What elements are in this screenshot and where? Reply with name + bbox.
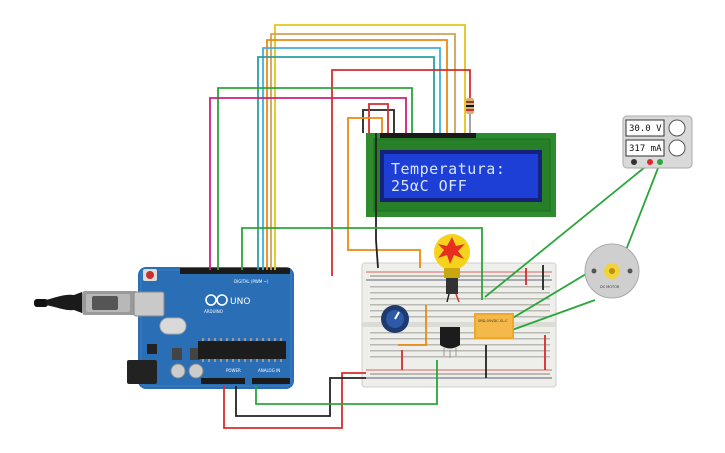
power-supply-icon: 30.0 V 317 mA: [622, 115, 693, 169]
lcd-line-1: Temperatura:: [391, 160, 505, 178]
wire-orange-left: [347, 117, 421, 268]
wires: [209, 24, 661, 429]
arduino-uno-board: DIGITAL (PWM ~) UNO ARDUINO POWER ANALOG…: [127, 267, 294, 389]
wire-yellow: [274, 24, 466, 270]
temperature-sensor-icon: [440, 327, 460, 358]
analog-header-label: ANALOG IN: [258, 368, 280, 373]
lcd-display: Temperatura: 25αC OFF: [366, 133, 556, 217]
wire-tan: [270, 33, 456, 270]
digital-header-label: DIGITAL (PWM ~): [234, 279, 269, 284]
potentiometer-icon[interactable]: [381, 305, 409, 333]
wire-red-bottom: [223, 372, 366, 429]
wire-green-top: [217, 87, 413, 270]
supply-terminal-green: [657, 159, 663, 165]
current-knob[interactable]: [668, 139, 686, 157]
wire-black-left: [375, 133, 379, 269]
supply-terminal-black: [631, 159, 637, 165]
supply-voltage-readout: 30.0 V: [629, 124, 662, 134]
relay-icon: SRD-05VDC-SL-C: [474, 313, 514, 339]
wire-magenta-top: [209, 97, 407, 270]
digital-header: [180, 268, 290, 274]
supply-terminal-red: [647, 159, 653, 165]
wire-green-bottom: [255, 360, 438, 405]
supply-current-readout: 317 mA: [629, 144, 662, 154]
wire-green-motor: [511, 299, 596, 331]
wire-orange-pot: [398, 305, 427, 346]
wire-teal-top: [257, 56, 435, 270]
resistor-icon: [466, 98, 474, 114]
motor-label: DC MOTOR: [600, 285, 620, 289]
wire-cyan-top: [262, 47, 441, 270]
lcd-line-2: 25αC OFF: [391, 177, 467, 195]
wire-red-top: [331, 69, 471, 276]
relay-label: SRD-05VDC-SL-C: [478, 319, 508, 323]
voltage-knob[interactable]: [668, 119, 686, 137]
board-brand-label: ARDUINO: [204, 309, 223, 314]
power-header-label: POWER: [226, 368, 241, 373]
reset-button[interactable]: [146, 271, 154, 279]
wire-black-bottom: [235, 377, 366, 417]
wire-orange-top: [266, 39, 448, 270]
wire-black-mid: [362, 109, 395, 133]
board-model-label: UNO: [230, 297, 250, 307]
lightbulb-icon: [434, 234, 470, 303]
arduino-logo: [205, 294, 228, 306]
wire-green-ps: [484, 162, 651, 298]
usb-cable-icon: [34, 291, 138, 315]
dc-motor-icon: DC MOTOR: [584, 243, 640, 299]
wire-green-long: [241, 227, 483, 300]
